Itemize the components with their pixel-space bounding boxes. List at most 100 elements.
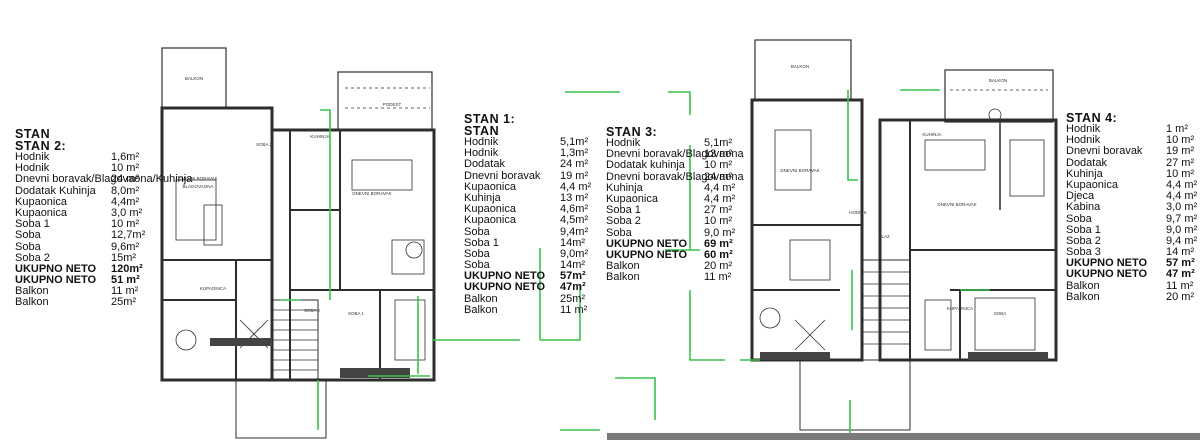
room-name: Hodnik <box>15 162 50 175</box>
room-name: Balkon <box>1066 290 1100 303</box>
legend-row: Balkon 11 m² <box>464 303 594 316</box>
room-name: Djeca <box>1066 190 1095 203</box>
room-area: 60 m² <box>704 248 733 261</box>
room-name: UKUPNO NETO <box>464 281 546 294</box>
room-area: 47 m² <box>1166 268 1195 281</box>
room-area: 10 m² <box>111 162 140 175</box>
room-name: UKUPNO NETO <box>15 262 97 275</box>
balcony-right-1 <box>754 39 852 101</box>
room-area: 4,4 m² <box>704 181 736 194</box>
room-name: Kupaonica <box>464 203 516 216</box>
room-area: 10 m² <box>704 215 733 228</box>
room-name: Soba <box>15 229 41 242</box>
right-plan <box>750 39 1058 431</box>
right-outer-wall-1 <box>750 98 864 362</box>
room-name: Balkon <box>464 303 498 316</box>
room-area: 5,1m² <box>704 137 733 149</box>
room-area: 4,4 m² <box>1166 178 1198 191</box>
right-lower-shaft <box>799 359 911 431</box>
room-name: Kupaonica <box>15 195 67 208</box>
room-name: Soba <box>1066 212 1092 225</box>
room-name: Hodnik <box>1066 123 1101 135</box>
room-name: Hodnik <box>15 151 50 163</box>
label-kuhinja-right: KUHINJA <box>922 132 941 137</box>
room-area: 14m² <box>560 259 586 272</box>
room-area: 9,0 m² <box>704 226 736 239</box>
room-area: 24 m² <box>704 170 733 183</box>
room-name: Kupaonica <box>1066 178 1118 191</box>
legend-title: STAN 4: <box>1066 111 1118 125</box>
room-area: 4,4 m² <box>704 192 736 205</box>
room-name: Kupaonica <box>464 214 516 227</box>
right-stair-core <box>861 259 911 361</box>
legend-title: STAN <box>464 124 500 138</box>
room-area: 10 m² <box>1166 167 1195 180</box>
room-area: 27 m² <box>704 204 733 217</box>
room-area: 4,6m² <box>560 203 589 216</box>
room-area: 57m² <box>560 270 586 283</box>
room-name: Kupaonica <box>15 206 67 219</box>
right-outer-wall-2 <box>878 118 1058 362</box>
room-area: 4,5m² <box>560 214 589 227</box>
room-name: Hodnik <box>1066 134 1101 147</box>
legend-title: STAN 3: <box>606 125 658 139</box>
room-area: 1,3m² <box>560 147 589 160</box>
room-area: 20 m² <box>704 260 733 273</box>
room-name: Soba <box>15 240 41 253</box>
room-area: 14 m² <box>1166 246 1195 259</box>
room-name: UKUPNO NETO <box>606 237 688 250</box>
room-name: Soba 1 <box>464 236 499 249</box>
room-area: 13 m² <box>560 191 589 204</box>
room-name: Balkon <box>606 271 640 284</box>
room-area: 15m² <box>111 251 137 264</box>
label-soba-2-mid: SOBA 2 <box>304 308 321 313</box>
label-dnevni-boravak-3: DNEVNI BORAVAK <box>780 168 819 173</box>
room-area: 25m² <box>560 292 586 305</box>
middle-outer-wall <box>270 128 436 382</box>
room-area: 9,0m² <box>560 247 589 260</box>
room-area: 9,4 m² <box>1166 234 1198 247</box>
room-name: Soba <box>464 259 490 272</box>
room-area: 11 m² <box>560 303 588 316</box>
label-kupaonica-1: KUPAONICA <box>200 286 226 291</box>
room-name: Soba 1 <box>606 204 641 217</box>
room-name: Dodatak Kuhinja <box>15 184 96 197</box>
room-area: 51 m² <box>111 274 140 287</box>
room-name: Kupaonica <box>606 192 658 205</box>
room-area: 9,4m² <box>560 225 589 238</box>
legend-title: STAN 2: <box>15 139 67 153</box>
room-name: Dnevni boravak/Blagovaona/Kuhinja <box>15 173 193 186</box>
label-ulaz: ULAZ <box>878 234 890 239</box>
